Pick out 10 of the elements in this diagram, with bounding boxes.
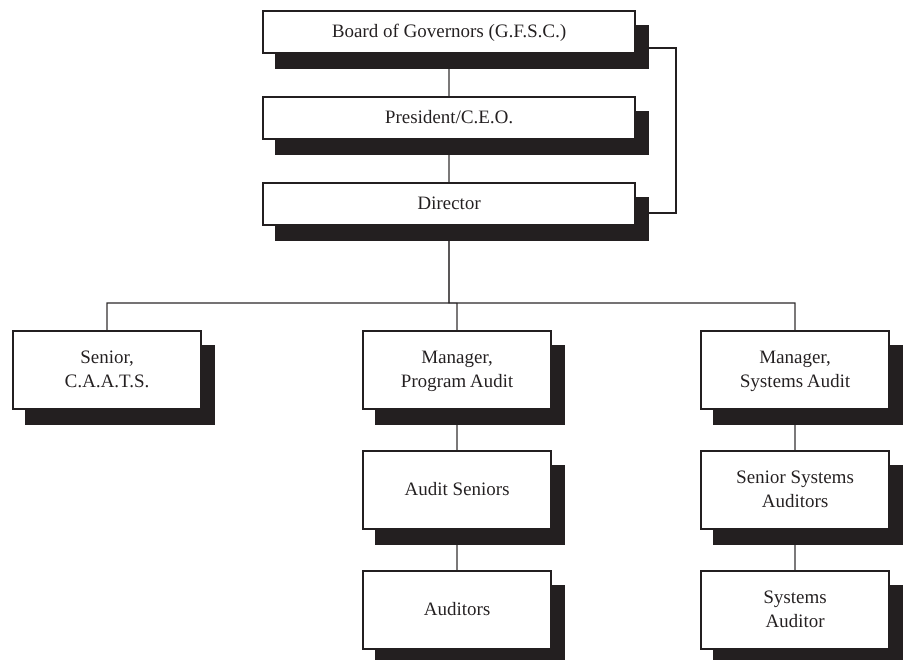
position-title: Systems Auditor [762, 586, 828, 634]
position-title: Manager, Systems Audit [738, 346, 852, 394]
position-title: President/C.E.O. [384, 106, 514, 130]
position-title: Senior Systems Auditors [735, 466, 855, 514]
position-title: Director [416, 192, 482, 216]
position-title: Auditors [422, 598, 492, 622]
position-title: Manager, Program Audit [400, 346, 514, 394]
position-title: Board of Governors (G.F.S.C.) [330, 20, 568, 44]
position-title: Audit Seniors [403, 478, 511, 502]
position-title: Senior, C.A.A.T.S. [64, 346, 150, 394]
